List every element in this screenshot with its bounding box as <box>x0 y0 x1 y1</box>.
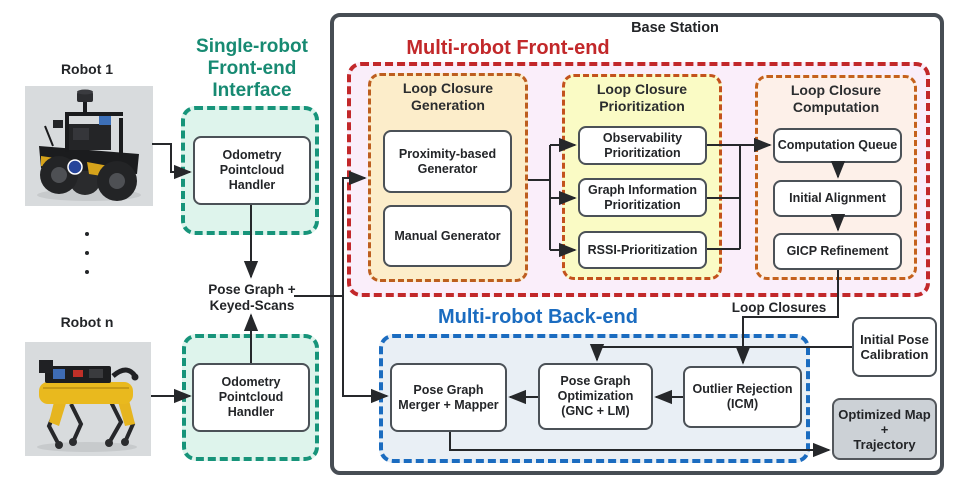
ellipsis-dot <box>85 251 89 255</box>
box-initial-pose-calibration: Initial Pose Calibration <box>852 317 937 377</box>
box-odometry-handler-top: Odometry Pointcloud Handler <box>193 136 311 205</box>
box-graph-information-prioritization: Graph Information Prioritization <box>578 178 707 217</box>
single-robot-frontend-title: Single-robot Front-end Interface <box>196 36 308 101</box>
loop-closure-prioritization-title: Loop Closure Prioritization <box>596 81 688 114</box>
loop-closure-computation-title: Loop Closure Computation <box>790 82 882 115</box>
base-station-title: Base Station <box>631 20 719 36</box>
box-rssi-prioritization: RSSI-Prioritization <box>578 231 707 269</box>
front-end-title: Multi-robot Front-end <box>406 37 610 59</box>
box-outlier-rejection: Outlier Rejection (ICM) <box>683 366 802 428</box>
loop-closure-generation-title: Loop Closure Generation <box>402 80 494 113</box>
box-odometry-handler-bottom: Odometry Pointcloud Handler <box>192 363 310 432</box>
box-gicp-refinement: GICP Refinement <box>773 233 902 270</box>
box-computation-queue: Computation Queue <box>773 128 902 163</box>
robot1-image <box>25 86 153 206</box>
ellipsis-dot <box>85 232 89 236</box>
pose-graph-keyed-scans-label: Pose Graph + Keyed-Scans <box>208 282 296 313</box>
box-pose-graph-optimization: Pose Graph Optimization (GNC + LM) <box>538 363 653 430</box>
vertical-ellipsis <box>85 232 89 274</box>
robot1-label: Robot 1 <box>60 61 114 77</box>
box-pose-graph-merger: Pose Graph Merger + Mapper <box>390 363 507 432</box>
box-proximity-generator: Proximity-based Generator <box>383 130 512 193</box>
box-optimized-map-trajectory: Optimized Map + Trajectory <box>832 398 937 460</box>
back-end-title: Multi-robot Back-end <box>438 306 638 328</box>
box-observability-prioritization: Observability Prioritization <box>578 126 707 165</box>
robotn-label: Robot n <box>60 314 114 330</box>
loop-closures-label: Loop Closures <box>731 300 827 315</box>
robotn-image <box>25 342 151 456</box>
box-initial-alignment: Initial Alignment <box>773 180 902 217</box>
box-manual-generator: Manual Generator <box>383 205 512 267</box>
ellipsis-dot <box>85 270 89 274</box>
